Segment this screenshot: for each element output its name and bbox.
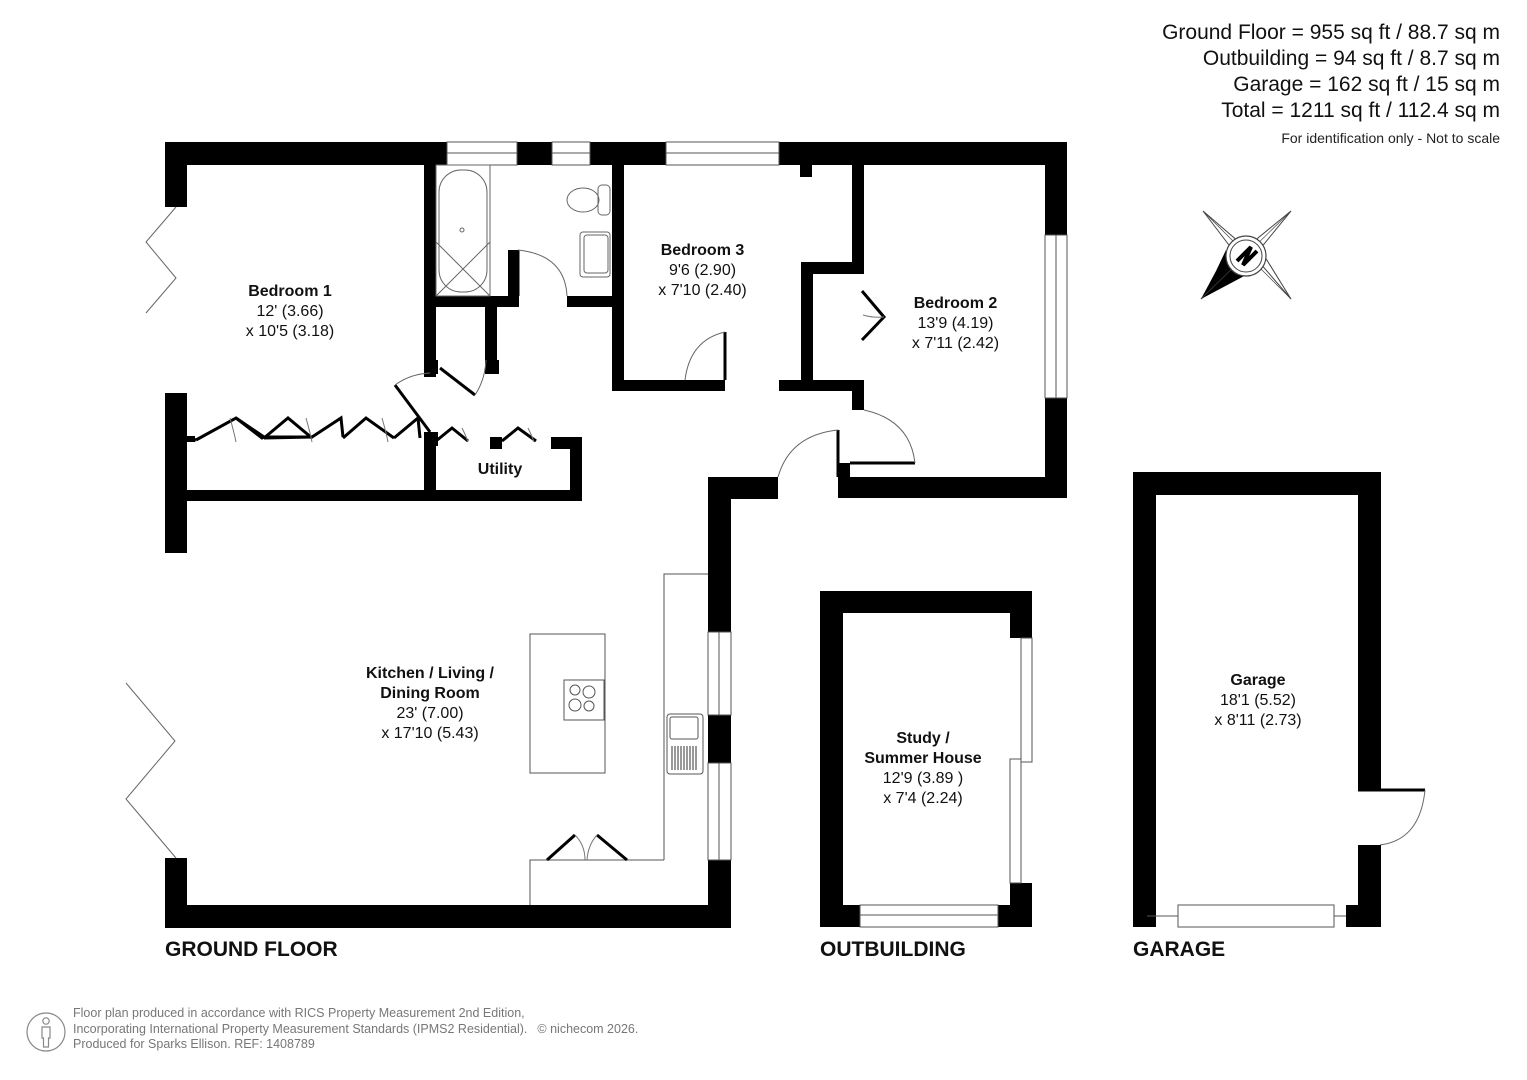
area-outbuilding: Outbuilding = 94 sq ft / 8.7 sq m bbox=[1202, 47, 1500, 70]
bathroom-fixtures bbox=[435, 164, 611, 297]
section-title-outbuilding: OUTBUILDING bbox=[820, 938, 966, 961]
area-summary: Ground Floor = 955 sq ft / 88.7 sq m Out… bbox=[1162, 20, 1500, 146]
ground-floor-walls bbox=[165, 142, 1067, 928]
room-name: Garage bbox=[1230, 672, 1286, 689]
garage-walls bbox=[1133, 472, 1381, 927]
area-garage: Garage = 162 sq ft / 15 sq m bbox=[1233, 73, 1500, 96]
section-title-ground-floor: GROUND FLOOR bbox=[165, 938, 338, 961]
wardrobe-doors bbox=[186, 415, 537, 443]
room-dimension: 9'6 (2.90) bbox=[668, 262, 737, 279]
room-label-study-summer-house: Study / Summer House 12'9 (3.89 ) x 7'4 … bbox=[848, 729, 998, 809]
room-dimension: 23' (7.00) bbox=[396, 705, 464, 722]
room-dimension: x 10'5 (3.18) bbox=[245, 323, 335, 340]
section-title-garage: GARAGE bbox=[1133, 938, 1226, 961]
kitchen-units bbox=[529, 573, 708, 905]
room-label-garage: Garage 18'1 (5.52) x 8'11 (2.73) bbox=[1198, 671, 1318, 731]
bifold-doors bbox=[125, 206, 177, 859]
scale-note: For identification only - Not to scale bbox=[1281, 130, 1500, 146]
compass-north-icon bbox=[1200, 210, 1292, 300]
room-name: Bedroom 1 bbox=[248, 283, 332, 300]
room-label-kitchen-living-dining: Kitchen / Living / Dining Room 23' (7.00… bbox=[345, 664, 515, 744]
room-name: Utility bbox=[477, 461, 523, 478]
footer-line-1: Floor plan produced in accordance with R… bbox=[73, 1006, 525, 1020]
room-label-bedroom-1: Bedroom 1 12' (3.66) x 10'5 (3.18) bbox=[230, 282, 350, 342]
footer-copyright: © nichecom 2026. bbox=[537, 1021, 639, 1036]
room-dimension: 18'1 (5.52) bbox=[1220, 692, 1296, 709]
room-label-bedroom-3: Bedroom 3 9'6 (2.90) x 7'10 (2.40) bbox=[640, 241, 765, 301]
room-dimension: 13'9 (4.19) bbox=[917, 315, 994, 332]
drainer-grooves bbox=[671, 746, 697, 770]
area-ground-floor: Ground Floor = 955 sq ft / 88.7 sq m bbox=[1162, 21, 1500, 44]
room-dimension: 12'9 (3.89 ) bbox=[882, 770, 964, 787]
room-label-utility: Utility bbox=[460, 460, 540, 480]
footer-line-3: Produced for Sparks Ellison. REF: 140878… bbox=[73, 1037, 315, 1051]
outbuilding-walls bbox=[820, 591, 1032, 927]
room-dimension: x 7'10 (2.40) bbox=[658, 282, 747, 299]
room-name: Study / bbox=[896, 730, 950, 747]
room-dimension: 12' (3.66) bbox=[256, 303, 324, 320]
room-name: Kitchen / Living / bbox=[365, 665, 494, 682]
room-dimension: x 17'10 (5.43) bbox=[381, 725, 479, 742]
room-name-line2: Summer House bbox=[864, 750, 982, 767]
area-total: Total = 1211 sq ft / 112.4 sq m bbox=[1221, 99, 1500, 122]
person-scale-icon bbox=[26, 1012, 66, 1052]
room-dimension: x 7'4 (2.24) bbox=[883, 790, 963, 807]
windows bbox=[446, 141, 1068, 861]
room-dimension: x 8'11 (2.73) bbox=[1214, 712, 1302, 729]
room-dimension: x 7'11 (2.42) bbox=[911, 335, 1000, 352]
room-name: Bedroom 2 bbox=[913, 295, 998, 312]
room-name: Bedroom 3 bbox=[660, 242, 745, 259]
room-name-line2: Dining Room bbox=[380, 685, 480, 702]
room-label-bedroom-2: Bedroom 2 13'9 (4.19) x 7'11 (2.42) bbox=[893, 294, 1018, 354]
footer-line-2: Incorporating International Property Mea… bbox=[73, 1021, 528, 1036]
footer-disclaimer: Floor plan produced in accordance with R… bbox=[73, 1006, 638, 1053]
